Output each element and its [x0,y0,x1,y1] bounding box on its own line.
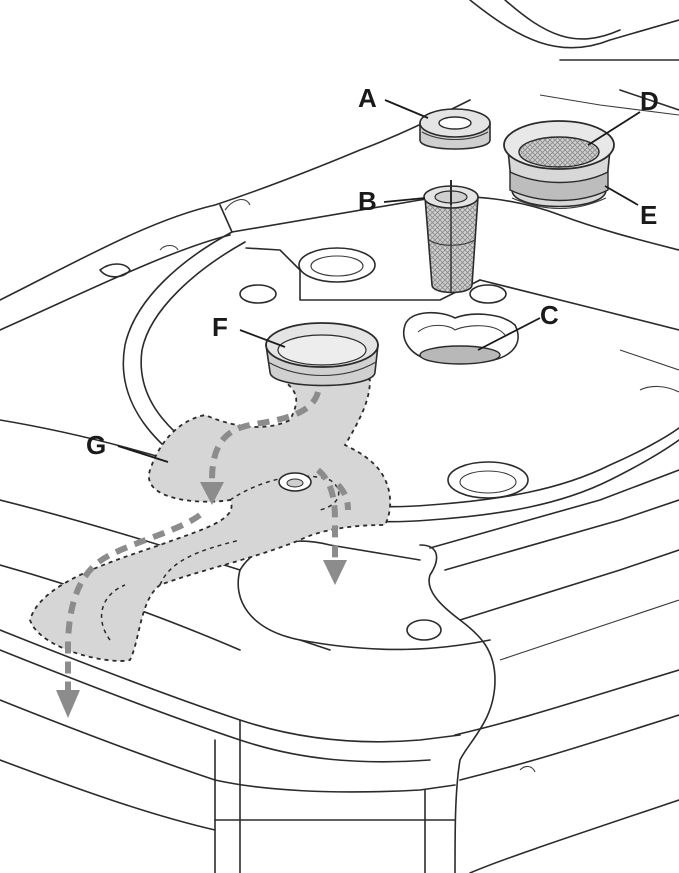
leader-lines [117,99,641,463]
leader-a [384,99,429,119]
leader-c [477,317,541,351]
part-a-cap [419,108,491,150]
callout-f: F [212,312,228,342]
callout-g: G [86,430,106,460]
callout-labels: A B C D E F G [86,83,659,460]
flow-arrows [65,390,351,690]
callout-b: B [358,186,377,216]
part-d-filter-mesh [503,120,615,170]
leader-d [587,111,641,146]
part-c-drain-opening [403,311,519,365]
leader-g [117,445,169,463]
leader-f [239,329,286,348]
callout-d: D [640,86,659,116]
flow-arrowheads [56,482,347,718]
part-f-cup [265,322,379,387]
callout-e: E [640,200,657,230]
callout-c: C [540,300,559,330]
leader-b [383,197,426,203]
callout-a: A [358,83,377,113]
leader-e [604,185,639,206]
part-b-strainer [423,180,479,294]
drain-channel [29,368,392,662]
